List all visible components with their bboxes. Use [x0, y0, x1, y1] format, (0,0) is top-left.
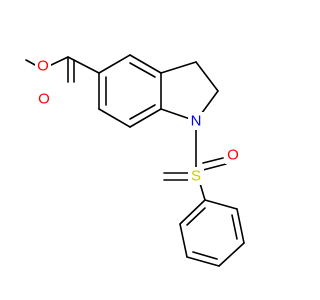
atom-o-sulfonyl-label: O [227, 147, 239, 164]
bond-s-o-right [202, 157, 224, 164]
bond-ph-2-inner [231, 214, 238, 240]
atom-o-methoxy: O [35, 56, 51, 75]
atom-o-methoxy-label: O [37, 58, 49, 75]
atom-s-sulfonyl-label: S [191, 168, 201, 185]
atom-o-sulfonyl: O [225, 146, 241, 164]
bond-ph-5 [179, 223, 188, 258]
atom-labels: O O N S O [35, 56, 241, 185]
bond-c3-c2 [195, 61, 219, 92]
bond-ring-c4-c3a [129, 54, 162, 74]
bond-ph-4 [186, 256, 220, 267]
atom-n-indoline-label: N [191, 113, 202, 130]
bond-ring-c7a-c7-inner [129, 104, 156, 120]
bond-carbonyl-ring [67, 56, 100, 74]
bond-ring-c7-c6 [98, 108, 131, 128]
molecule-structure: O O N S O [25, 54, 245, 267]
bond-o-carbonyl-carbon [48, 56, 69, 67]
bond-ring-c5-c4 [98, 54, 131, 74]
bond-ph-6 [179, 199, 206, 225]
bond-ph-1 [204, 199, 238, 210]
bond-ph-4-inner [192, 251, 218, 260]
bond-c3a-c3 [160, 61, 197, 74]
bond-ring-c7a-c7 [129, 108, 162, 128]
atom-n-indoline: N [188, 112, 204, 130]
atom-o-carbonyl: O [36, 90, 52, 108]
atom-s-sulfonyl: S [188, 167, 204, 185]
bond-ph-2 [236, 208, 245, 244]
bond-ph-6-inner [186, 207, 206, 226]
bond-ring-c4-c3a-inner [129, 62, 156, 78]
bond-s-o-right-2 [202, 163, 227, 171]
atom-o-carbonyl-label: O [38, 91, 50, 108]
bonds [25, 54, 245, 267]
bond-ph-3 [218, 242, 245, 267]
